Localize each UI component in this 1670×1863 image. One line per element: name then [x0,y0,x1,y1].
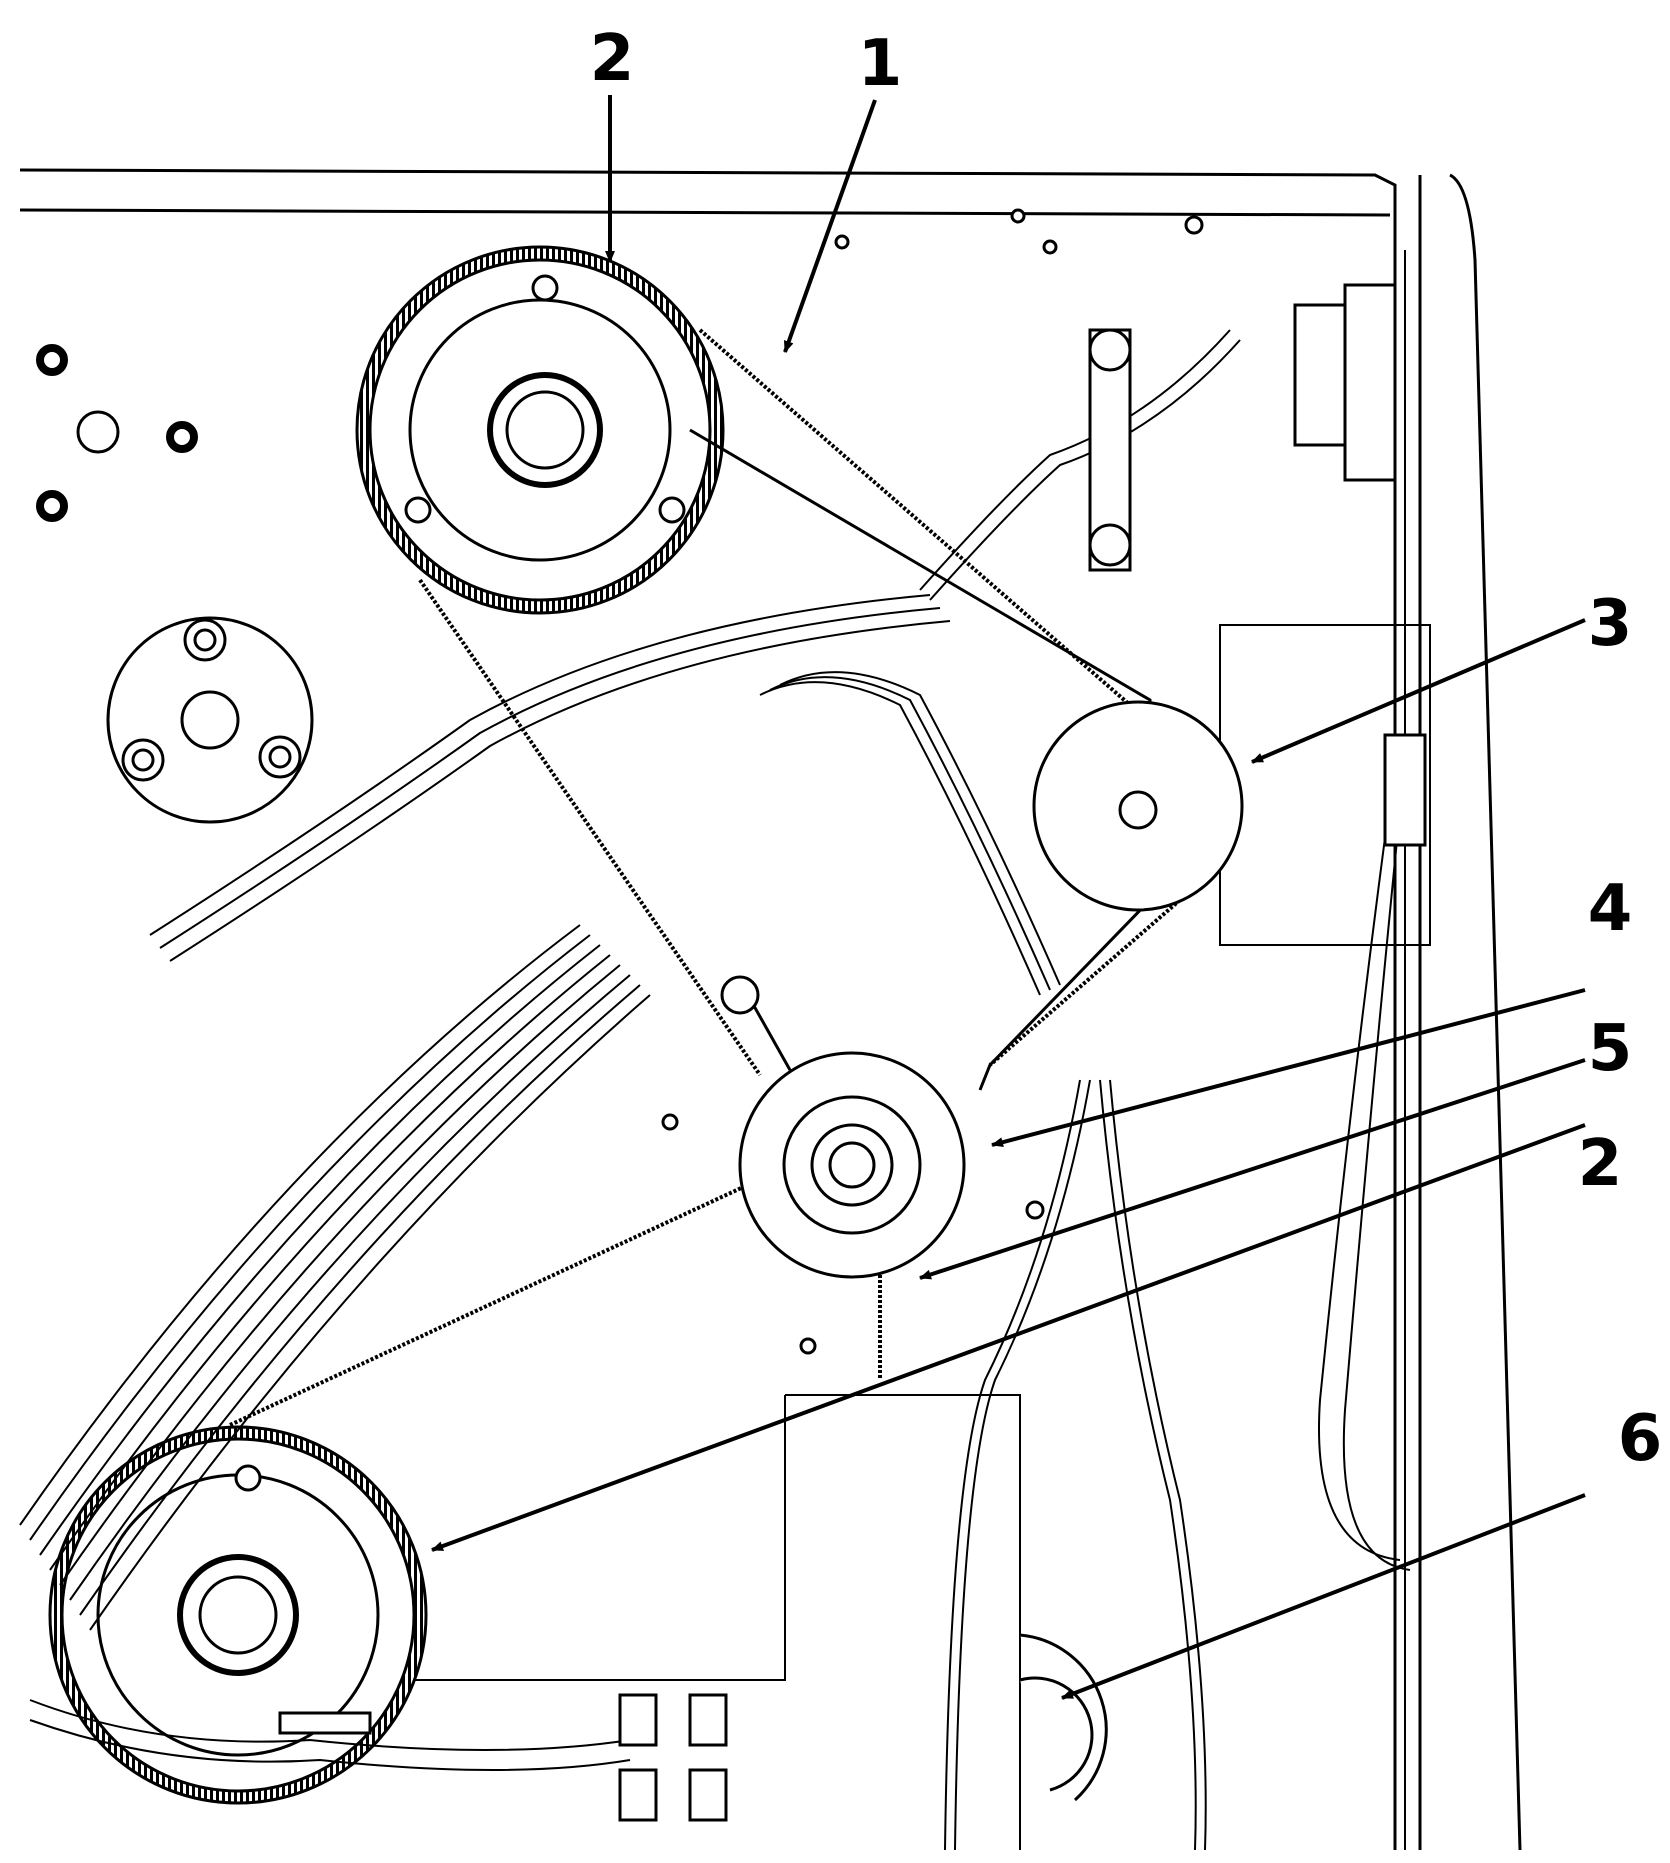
bolt-flange [106,616,314,824]
callout-2-bottom: 2 [1578,1127,1623,1201]
callout-2-top: 2 [590,22,635,96]
lower-pulley [48,1425,428,1805]
callout-6: 6 [1618,1402,1663,1476]
bottom-pulley [1019,1633,1108,1802]
arrow-4 [991,988,1586,1148]
arrow-1 [783,99,877,353]
callout-1: 1 [858,27,903,101]
bottom-connectors [278,1693,728,1822]
drive-motor [1032,700,1244,912]
upper-pulley [355,245,725,615]
callout-labels: 2 1 3 4 5 2 6 [590,22,1663,1476]
connector-block [1088,283,1427,847]
chassis-frame [19,168,1522,1851]
arrow-2b [431,1123,1586,1552]
leader-arrows [431,95,1586,1700]
arrow-3 [1251,618,1586,764]
callout-5: 5 [1588,1012,1633,1086]
idler-pulley [720,975,966,1279]
wire-harness [19,329,1411,1851]
callout-3: 3 [1588,587,1633,661]
arrow-5 [919,1058,1586,1280]
arrow-6 [1061,1493,1586,1700]
mounting-holes [36,208,1204,1355]
callout-4: 4 [1588,872,1633,946]
